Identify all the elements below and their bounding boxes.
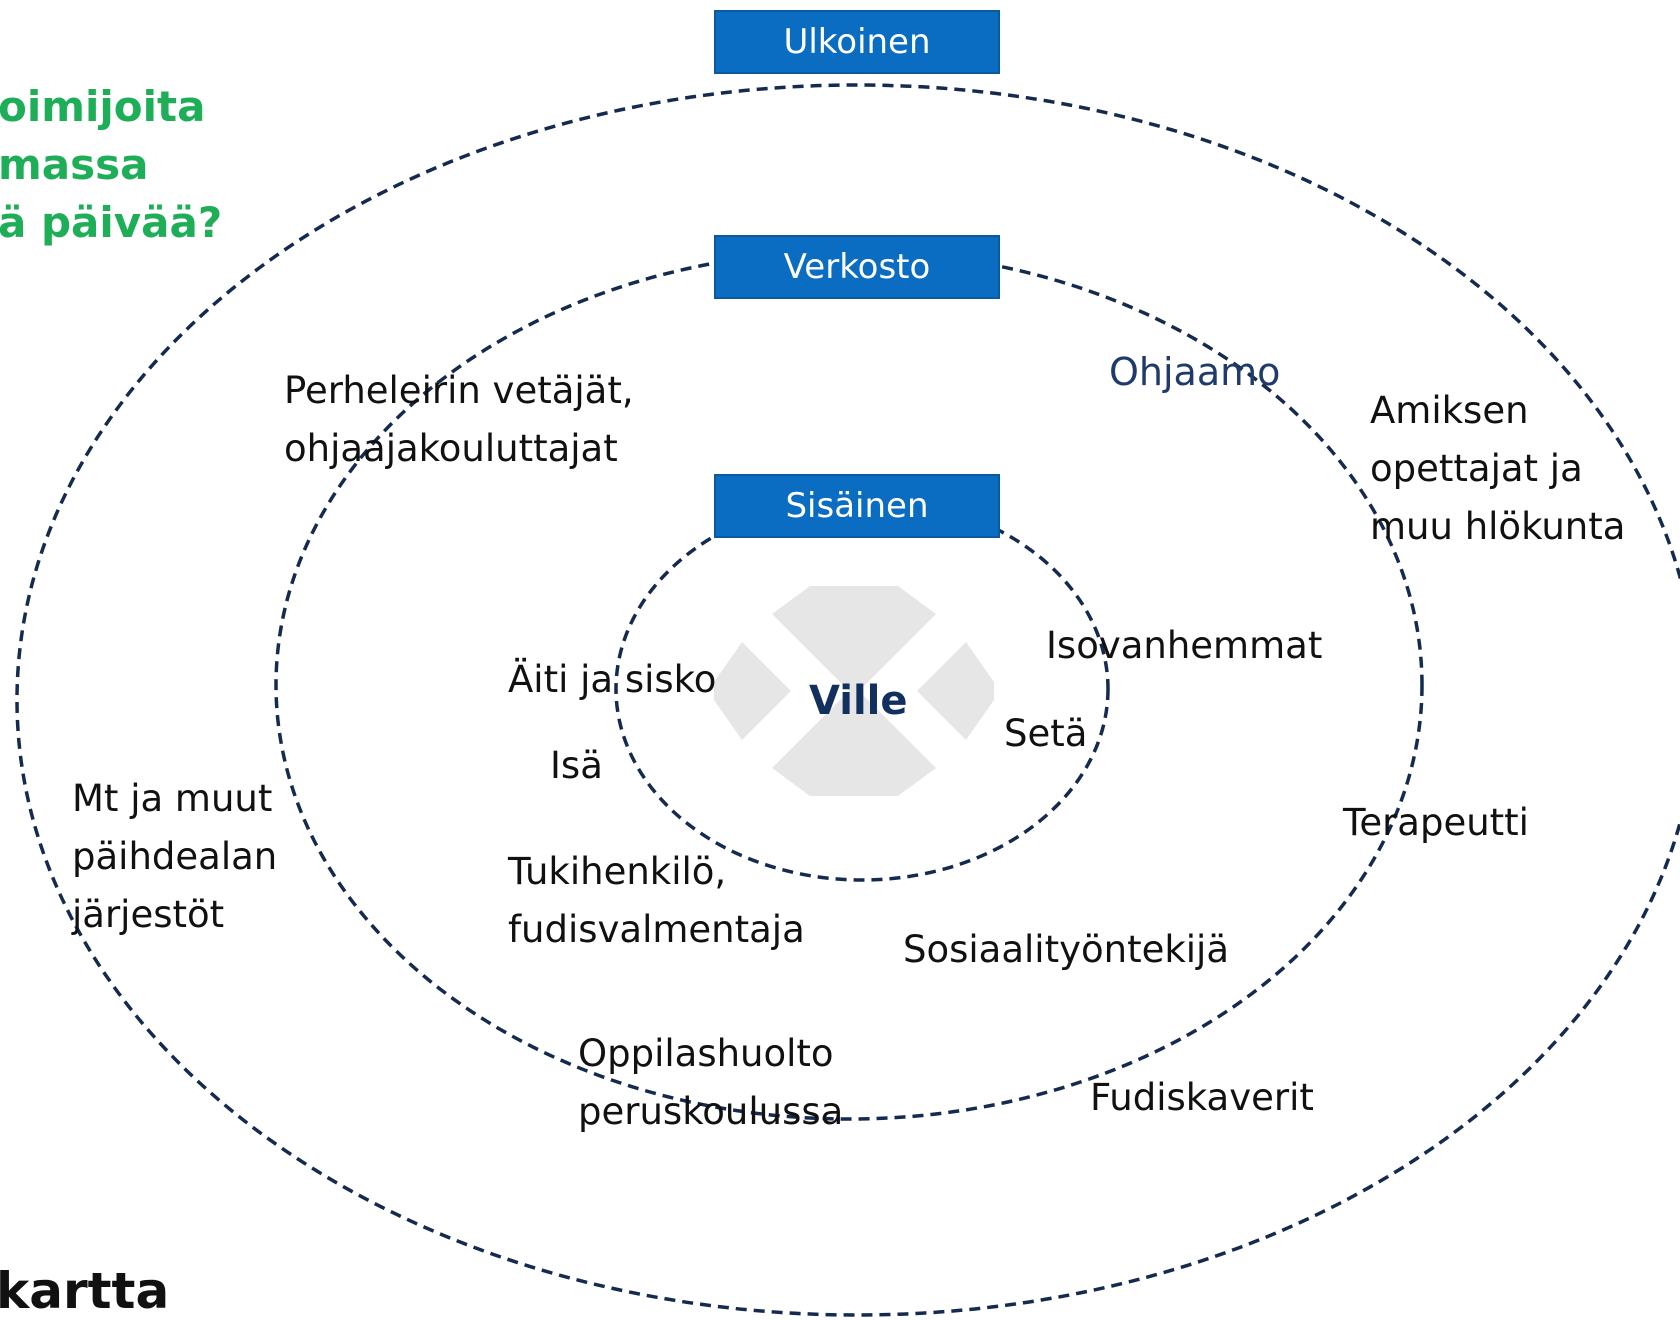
page-title: kartta [0,1262,170,1320]
ohjaamo-label: Ohjaamo [1109,350,1281,394]
outer-ring-title: Ulkoinen [714,10,1000,74]
label-isovanhemmat: Isovanhemmat [1046,624,1323,667]
label-seta: Setä [1004,712,1088,755]
label-mt: Mt ja muut päihdealan järjestöt [72,777,278,936]
label-tukihenkilo: Tukihenkilö, fudisvalmentaja [508,850,805,951]
label-aiti: Äiti ja sisko [508,658,717,701]
label-perheleiri: Perheleirin vetäjät, ohjaajakouluttajat [284,369,634,470]
center-person: Ville [809,678,908,724]
outer-ring [15,83,1680,1317]
intro-question: oimijoita massa ä päivää? [0,82,223,247]
label-sosiaali: Sosiaalityöntekijä [903,928,1230,971]
label-oppilas: Oppilashuolto peruskoulussa [578,1032,844,1133]
inner-ring-title: Sisäinen [714,474,1000,538]
expand-arrows-icon [714,586,994,796]
label-amiksen: Amiksen opettajat ja muu hlökunta [1370,389,1626,548]
label-isa: Isä [550,744,603,787]
label-fudiskaverit: Fudiskaverit [1090,1076,1314,1119]
label-terapeutti: Terapeutti [1343,801,1529,844]
middle-ring-title: Verkosto [714,235,1000,299]
